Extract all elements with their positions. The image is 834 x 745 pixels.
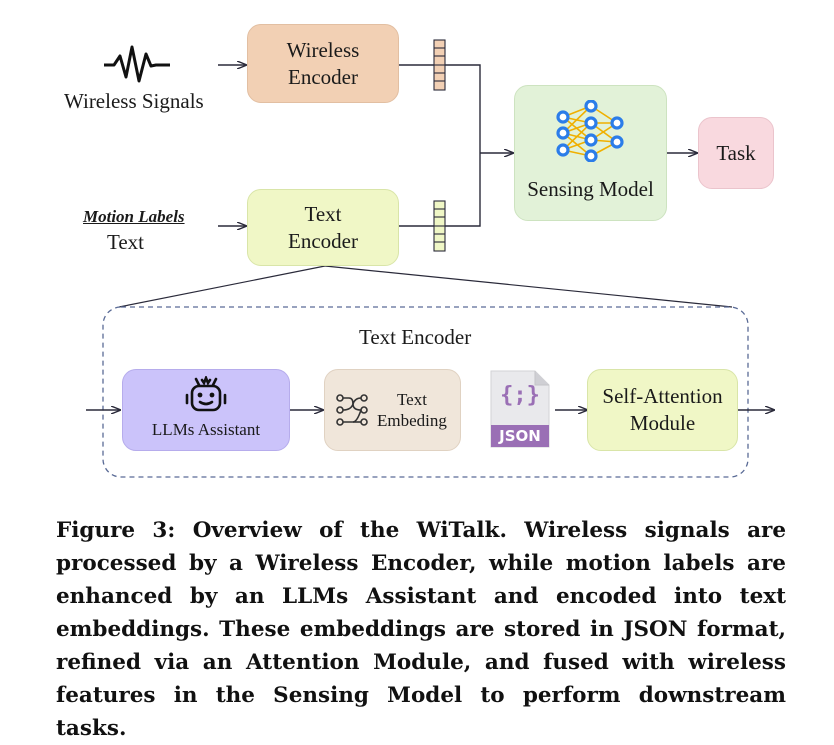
self-attention-line1: Self-Attention	[602, 384, 723, 408]
self-attention-line2: Module	[629, 411, 696, 435]
embedding-icon	[336, 394, 368, 426]
zoom-line-left	[118, 265, 326, 308]
text-embedding-box: Text Embeding	[324, 369, 461, 451]
text-embedding-line1: Text	[396, 390, 427, 409]
json-glyph: {;}	[500, 383, 540, 408]
text-embedding-line2: Embeding	[377, 411, 447, 430]
llms-assistant-label: LLMs Assistant	[151, 420, 261, 439]
task-label: Task	[716, 140, 756, 165]
sensing-model-box: Sensing Model	[514, 85, 667, 221]
text-encoder-box: Text Encoder	[247, 189, 399, 266]
caption-text: Overview of the WiTalk. Wireless signals…	[56, 518, 787, 741]
motion-labels-label: Motion Labels	[83, 207, 185, 226]
wireless-encoder-box: Wireless Encoder	[247, 24, 399, 103]
text-encoder-detail-title: Text Encoder	[359, 325, 472, 349]
wireless-feature-vector-icon	[433, 39, 446, 91]
json-file-icon: {;} JSON	[489, 369, 551, 449]
self-attention-module-box: Self-Attention Module	[587, 369, 738, 451]
wireless-signals-label: Wireless Signals	[64, 89, 204, 113]
wireless-encoder-line2: Encoder	[288, 64, 358, 89]
caption-label: Figure 3:	[56, 518, 176, 543]
text-encoder-line1: Text	[304, 201, 342, 226]
text-feature-vector-icon	[433, 200, 446, 252]
text-encoder-line2: Encoder	[288, 228, 358, 253]
line-wireless-vector-merge	[445, 64, 481, 227]
neural-network-icon	[555, 100, 624, 162]
wireless-encoder-line1: Wireless	[286, 37, 360, 62]
figure-caption: Figure 3: Overview of the WiTalk. Wirele…	[56, 514, 786, 745]
zoom-line-right	[324, 265, 733, 308]
robot-icon	[185, 376, 227, 412]
llms-assistant-box: LLMs Assistant	[122, 369, 290, 451]
text-encoder-detail-frame	[102, 306, 749, 478]
text-input-label: Text	[107, 230, 145, 254]
sensing-model-label: Sensing Model	[527, 177, 654, 201]
waveform-icon	[104, 45, 170, 83]
json-label: JSON	[499, 427, 541, 445]
task-box: Task	[698, 117, 774, 189]
